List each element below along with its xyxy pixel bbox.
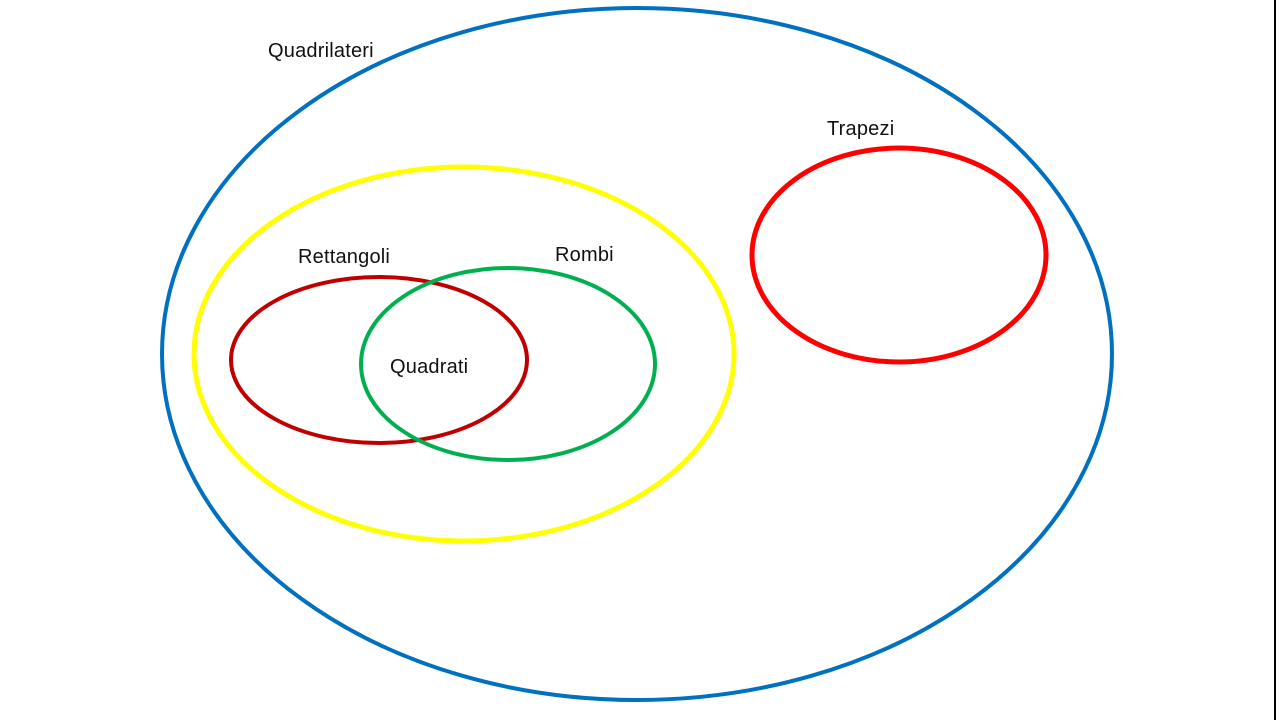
set-ellipses-layer (160, 6, 1114, 702)
set-label-rombi: Rombi (555, 244, 614, 266)
set-label-trapezi: Trapezi (827, 118, 895, 140)
set-label-quadrilateri: Quadrilateri (268, 40, 374, 62)
set-ellipse-quadrilateri (160, 6, 1114, 702)
set-label-rettangoli: Rettangoli (298, 246, 391, 268)
set-ellipse-trapezi (749, 145, 1049, 365)
intersection-label-quadrati: Quadrati (390, 356, 469, 378)
set-ellipse-rombi (359, 266, 657, 462)
set-ellipse-rettangoli (229, 275, 529, 445)
set-ellipse-parallelogrammi-unlabeled (191, 164, 737, 544)
window-right-border (1274, 0, 1276, 720)
